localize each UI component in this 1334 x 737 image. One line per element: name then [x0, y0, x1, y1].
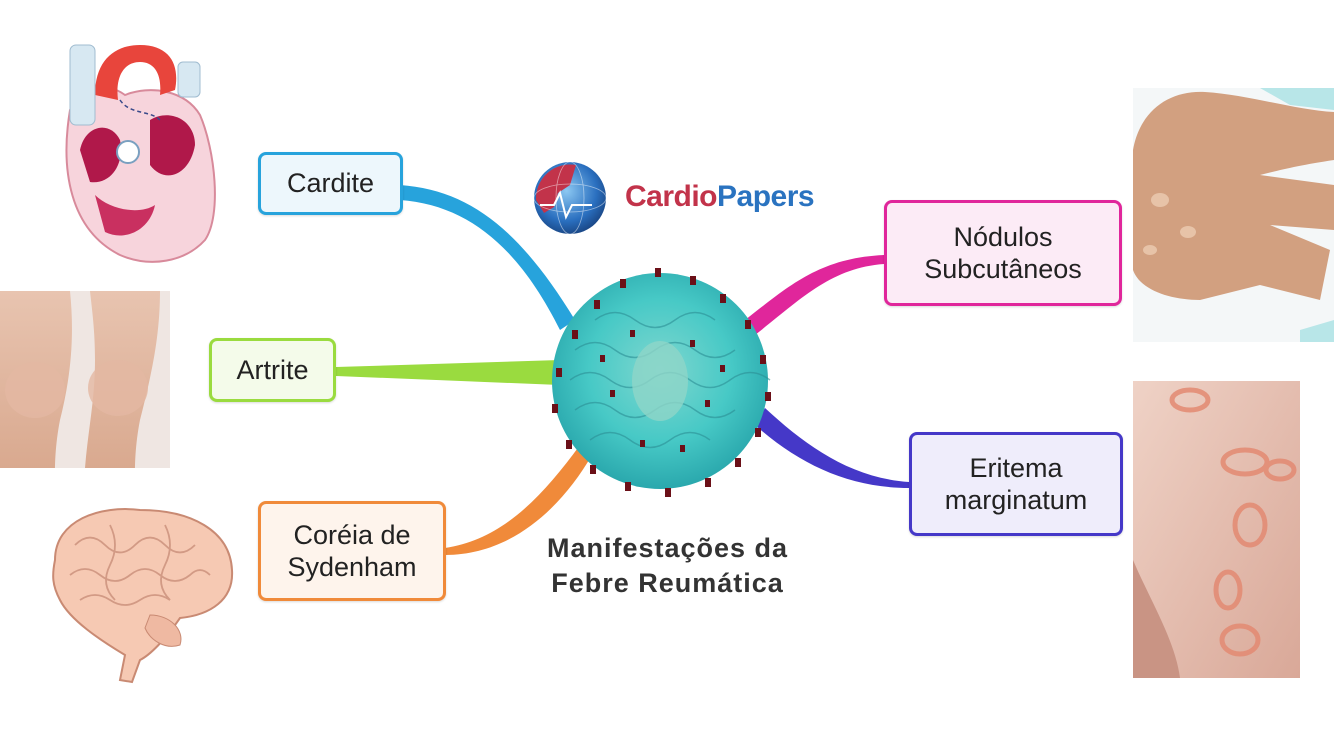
branch-eritema: [755, 408, 909, 488]
branch-cardite: [400, 185, 575, 330]
branch-artrite: [336, 360, 560, 385]
swollen-knees-photo: [0, 291, 170, 468]
central-topic-title: Manifestações da Febre Reumática: [546, 533, 789, 599]
cardiopapers-brand: CardioPapers: [625, 180, 815, 214]
hand-nodules-photo: [1133, 88, 1334, 342]
node-nodulos-subcutaneos[interactable]: Nódulos Subcutâneos: [884, 200, 1122, 306]
brain-illustration: [52, 508, 234, 684]
bacterium-illustration: [552, 268, 771, 497]
node-cardite[interactable]: Cardite: [258, 152, 403, 215]
branch-nodulos: [745, 255, 884, 335]
heart-illustration: [65, 44, 216, 263]
brand-part-papers: Papers: [717, 180, 815, 213]
node-eritema-marginatum[interactable]: Eritema marginatum: [909, 432, 1123, 536]
cardiopapers-logo-icon: [533, 161, 607, 235]
node-artrite[interactable]: Artrite: [209, 338, 336, 402]
node-coreia-de-sydenham[interactable]: Coréia de Sydenham: [258, 501, 446, 601]
erythema-marginatum-photo: [1133, 381, 1300, 678]
brand-part-cardio: Cardio: [625, 180, 718, 213]
branch-coreia: [445, 445, 592, 555]
